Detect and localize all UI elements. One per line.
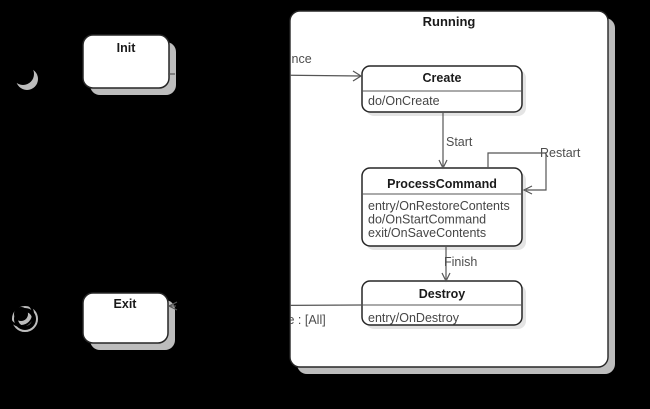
initial-state-icon[interactable] <box>12 63 38 90</box>
arrowhead-start <box>438 159 448 170</box>
process-action-do: do/OnStartCommand <box>368 213 486 227</box>
transition-process-restart[interactable] <box>487 152 547 191</box>
state-exit[interactable] <box>82 292 169 344</box>
initial-state-dot <box>12 63 34 85</box>
create-state-title: Create <box>423 71 462 85</box>
transition-finish-label: Finish <box>444 255 477 269</box>
arrowhead-into-create <box>352 70 363 82</box>
arrowhead-into-exit <box>167 301 178 311</box>
transition-init-to-create-label: nce <box>292 52 312 66</box>
process-state-title: ProcessCommand <box>387 177 497 191</box>
exit-state-title: Exit <box>114 297 138 311</box>
state-process-command[interactable] <box>361 167 523 247</box>
transition-destroy-to-exit[interactable] <box>169 304 363 306</box>
transition-destroy-to-exit-label: e : [All] <box>288 313 326 327</box>
destroy-action: entry/OnDestroy <box>368 311 460 325</box>
final-state-ring <box>8 301 34 327</box>
create-action: do/OnCreate <box>368 94 440 108</box>
destroy-state-title: Destroy <box>419 287 466 301</box>
final-state-ring-shadow <box>12 306 38 332</box>
arrowhead-restart <box>522 185 533 195</box>
transition-start-label: Start <box>446 135 473 149</box>
running-state-title: Running <box>423 14 476 29</box>
process-action-entry: entry/OnRestoreContents <box>368 199 510 213</box>
final-state-dot <box>14 307 28 321</box>
state-destroy[interactable] <box>361 280 523 326</box>
transition-restart-label: Restart <box>540 146 581 160</box>
state-create[interactable] <box>361 65 523 113</box>
state-init[interactable] <box>82 34 170 89</box>
process-action-exit: exit/OnSaveContents <box>368 226 486 240</box>
init-state-title: Init <box>117 41 137 55</box>
arrowhead-finish <box>441 272 451 283</box>
transition-init-to-create[interactable] <box>168 74 362 77</box>
final-state-icon[interactable] <box>8 301 38 332</box>
